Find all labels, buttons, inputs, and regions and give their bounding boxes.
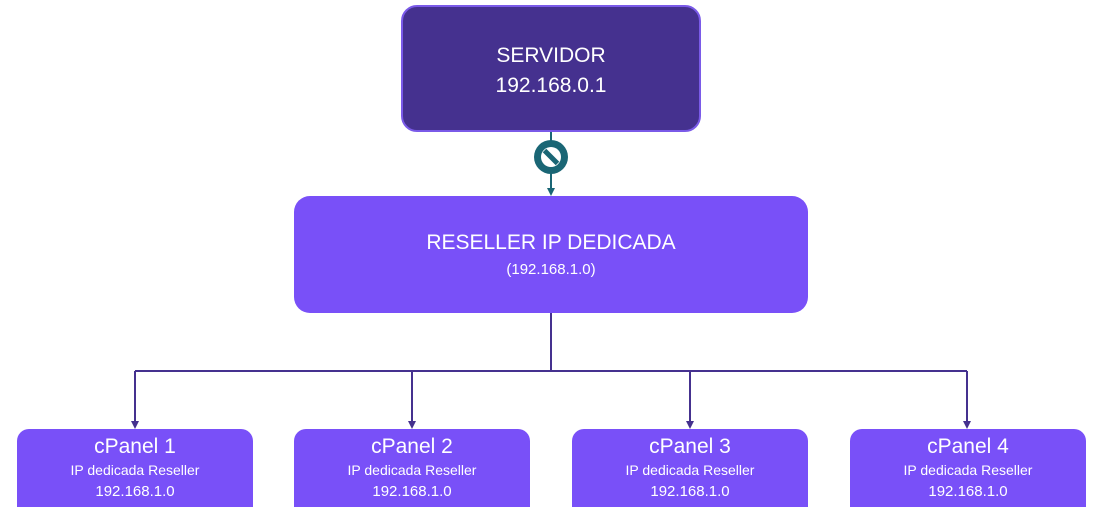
reseller-node: RESELLER IP DEDICADA (192.168.1.0) xyxy=(294,196,808,313)
cpanel-node-4: cPanel 4 IP dedicada Reseller 192.168.1.… xyxy=(850,429,1086,507)
cpanel-node-2: cPanel 2 IP dedicada Reseller 192.168.1.… xyxy=(294,429,530,507)
cpanel-node-1: cPanel 1 IP dedicada Reseller 192.168.1.… xyxy=(17,429,253,507)
server-ip: 192.168.0.1 xyxy=(495,74,607,97)
server-node: SERVIDOR 192.168.0.1 xyxy=(401,5,701,132)
cpanel-ip: 192.168.1.0 xyxy=(650,483,730,500)
cpanel-description: IP dedicada Reseller xyxy=(70,462,200,478)
cpanel-description: IP dedicada Reseller xyxy=(903,462,1033,478)
reseller-ip: (192.168.1.0) xyxy=(506,261,596,278)
cpanel-node-3: cPanel 3 IP dedicada Reseller 192.168.1.… xyxy=(572,429,808,507)
reseller-title: RESELLER IP DEDICADA xyxy=(426,231,676,254)
blocked-icon xyxy=(534,140,568,174)
cpanel-name: cPanel 2 xyxy=(371,435,453,458)
cpanel-ip: 192.168.1.0 xyxy=(928,483,1008,500)
server-title: SERVIDOR xyxy=(496,44,606,67)
cpanel-name: cPanel 4 xyxy=(927,435,1009,458)
cpanel-ip: 192.168.1.0 xyxy=(372,483,452,500)
cpanel-name: cPanel 1 xyxy=(94,435,176,458)
cpanel-name: cPanel 3 xyxy=(649,435,731,458)
cpanel-description: IP dedicada Reseller xyxy=(625,462,755,478)
cpanel-ip: 192.168.1.0 xyxy=(95,483,175,500)
cpanel-description: IP dedicada Reseller xyxy=(347,462,477,478)
